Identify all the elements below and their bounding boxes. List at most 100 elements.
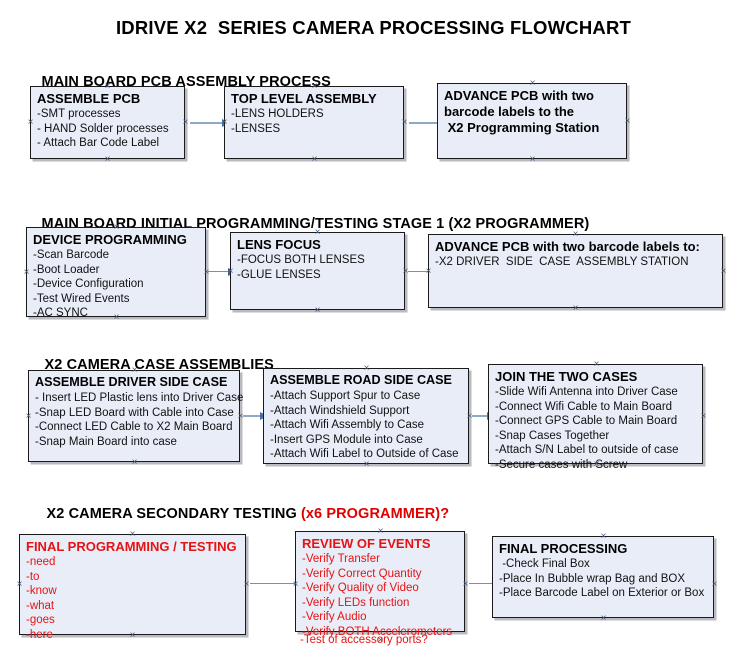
node-top-level-assembly[interactable]: TOP LEVEL ASSEMBLY -LENS HOLDERS -LENSES [224, 86, 404, 159]
resize-handle-right[interactable] [181, 118, 190, 127]
node-title-line2: barcode labels to the [444, 104, 575, 119]
resize-handle-bottom[interactable] [130, 458, 139, 467]
resize-handle-bottom[interactable] [103, 155, 112, 164]
resize-handle-top[interactable] [313, 228, 322, 237]
resize-handle-bottom[interactable] [599, 614, 608, 623]
resize-handle-top[interactable] [130, 366, 139, 375]
node-line: -here [26, 628, 53, 641]
node-advance-pcb-driver-side-case[interactable]: ADVANCE PCB with two barcode labels to: … [428, 234, 723, 308]
arrow-final-programming-to-review-of-events [250, 578, 303, 590]
node-line: - Insert LED Plastic lens into Driver Ca… [35, 392, 244, 404]
node-final-programming-testing[interactable]: FINAL PROGRAMMING / TESTING -need -to -k… [19, 534, 246, 641]
node-final-processing[interactable]: FINAL PROCESSING -Check Final Box -Place… [492, 536, 714, 618]
resize-handle-left[interactable] [220, 118, 229, 127]
node-title: ASSEMBLE PCB [37, 91, 141, 106]
resize-handle-top[interactable] [128, 530, 137, 539]
node-line: -FOCUS BOTH LENSES [237, 254, 365, 266]
node-device-programming[interactable]: DEVICE PROGRAMMING -Scan Barcode -Boot L… [26, 227, 206, 319]
resize-handle-top[interactable] [112, 223, 121, 232]
section-header-text: X2 CAMERA SECONDARY TESTING [46, 506, 301, 522]
node-title: ASSEMBLE DRIVER SIDE CASE [35, 375, 228, 389]
resize-handle-top[interactable] [571, 230, 580, 239]
node-assemble-road-side-case[interactable]: ASSEMBLE ROAD SIDE CASE -Attach Support … [263, 368, 469, 464]
resize-handle-bottom[interactable] [128, 631, 137, 640]
node-line: -Connect Wifi Cable to Main Board [495, 400, 673, 413]
resize-handle-top[interactable] [599, 532, 608, 541]
node-title: TOP LEVEL ASSEMBLY [231, 91, 377, 106]
node-line: -Place Barcode Label on Exterior or Box [499, 587, 705, 599]
arrow-review-of-events-to-final-processing [469, 578, 500, 590]
resize-handle-bottom[interactable] [376, 636, 385, 645]
resize-handle-bottom[interactable] [362, 460, 371, 469]
node-review-of-events[interactable]: REVIEW OF EVENTS -Verify Transfer -Verif… [295, 531, 465, 638]
resize-handle-top[interactable] [592, 360, 601, 369]
resize-handle-right[interactable] [719, 267, 728, 276]
node-title: REVIEW OF EVENTS [302, 536, 431, 551]
node-line: -Verify LEDs function [302, 596, 410, 609]
section-header-text: X2 CAMERA CASE ASSEMBLIES [44, 357, 274, 373]
resize-handle-left[interactable] [15, 580, 24, 589]
node-line: -Verify Correct Quantity [302, 567, 422, 580]
node-line: -Attach Windshield Support [270, 404, 410, 417]
resize-handle-top[interactable] [528, 79, 537, 88]
section-header-x2-camera-case-assemblies: X2 CAMERA CASE ASSEMBLIES [28, 341, 274, 389]
resize-handle-top[interactable] [310, 82, 319, 91]
node-overflow-line-review-of-events: -Test of accessory ports? [300, 634, 428, 646]
arrow-driver-case-to-road-case [243, 411, 268, 420]
node-lens-focus[interactable]: LENS FOCUS -FOCUS BOTH LENSES -GLUE LENS… [230, 232, 405, 310]
node-line: -Connect LED Cable to X2 Main Board [35, 421, 233, 433]
node-line: -Slide Wifi Antenna into Driver Case [495, 386, 678, 398]
resize-handle-right[interactable] [623, 117, 632, 126]
node-line: -Boot Loader [33, 263, 100, 276]
resize-handle-left[interactable] [226, 267, 235, 276]
section-header-x2-camera-secondary-testing: X2 CAMERA SECONDARY TESTING (x6 PROGRAMM… [30, 490, 450, 538]
node-advance-pcb-x2-programming-station[interactable]: ADVANCE PCB with two barcode labels to t… [437, 83, 627, 159]
node-line: -X2 DRIVER SIDE CASE ASSEMBLY STATION [435, 256, 689, 268]
resize-handle-bottom[interactable] [112, 313, 121, 322]
resize-handle-right[interactable] [202, 268, 211, 277]
node-line: -goes [26, 614, 55, 626]
node-title: ADVANCE PCB with two barcode labels to: [435, 239, 700, 254]
node-title: FINAL PROGRAMMING / TESTING [26, 539, 237, 554]
resize-handle-left[interactable] [26, 118, 35, 127]
section-header-accent: (x6 PROGRAMMER)? [300, 506, 450, 522]
node-assemble-pcb[interactable]: ASSEMBLE PCB -SMT processes - HAND Solde… [30, 86, 185, 159]
node-line: -Check Final Box [499, 558, 590, 570]
node-line: -SMT processes [37, 108, 121, 120]
resize-handle-right[interactable] [710, 580, 719, 589]
node-line: -Attach Wifi Assembly to Case [270, 419, 425, 431]
resize-handle-left[interactable] [291, 580, 300, 589]
arrow-road-case-to-join-cases [472, 411, 495, 420]
node-line: -need [26, 556, 56, 568]
resize-handle-bottom[interactable] [571, 304, 580, 313]
resize-handle-left[interactable] [24, 412, 33, 421]
node-line: -Attach S/N Label to outside of case [495, 444, 679, 456]
resize-handle-right[interactable] [461, 580, 470, 589]
node-join-the-two-cases[interactable]: JOIN THE TWO CASES -Slide Wifi Antenna i… [488, 364, 703, 471]
node-line: -Attach Wifi Label to Outside of Case [270, 448, 459, 460]
resize-handle-right[interactable] [699, 412, 708, 421]
resize-handle-top[interactable] [103, 82, 112, 91]
resize-handle-right[interactable] [242, 580, 251, 589]
resize-handle-bottom[interactable] [528, 155, 537, 164]
resize-handle-top[interactable] [362, 364, 371, 373]
resize-handle-right[interactable] [400, 118, 409, 127]
resize-handle-top[interactable] [376, 527, 385, 536]
node-line: -Test Wired Events [33, 292, 130, 305]
node-title: ASSEMBLE ROAD SIDE CASE [270, 373, 452, 387]
node-line: -LENSES [231, 122, 281, 135]
node-line: -GLUE LENSES [237, 268, 321, 281]
node-line: -Insert GPS Module into Case [270, 433, 423, 446]
resize-handle-bottom[interactable] [592, 460, 601, 469]
node-line: -LENS HOLDERS [231, 108, 324, 120]
node-line: -Secure cases with Screw [495, 458, 628, 471]
node-line: -Snap Cases Together [495, 429, 610, 442]
resize-handle-bottom[interactable] [310, 155, 319, 164]
node-assemble-driver-side-case[interactable]: ASSEMBLE DRIVER SIDE CASE - Insert LED P… [28, 370, 244, 462]
resize-handle-left[interactable] [22, 268, 31, 277]
node-line: -AC SYNC [33, 307, 88, 319]
node-line: -to [26, 570, 40, 583]
resize-handle-bottom[interactable] [313, 306, 322, 315]
resize-handle-left[interactable] [424, 267, 433, 276]
